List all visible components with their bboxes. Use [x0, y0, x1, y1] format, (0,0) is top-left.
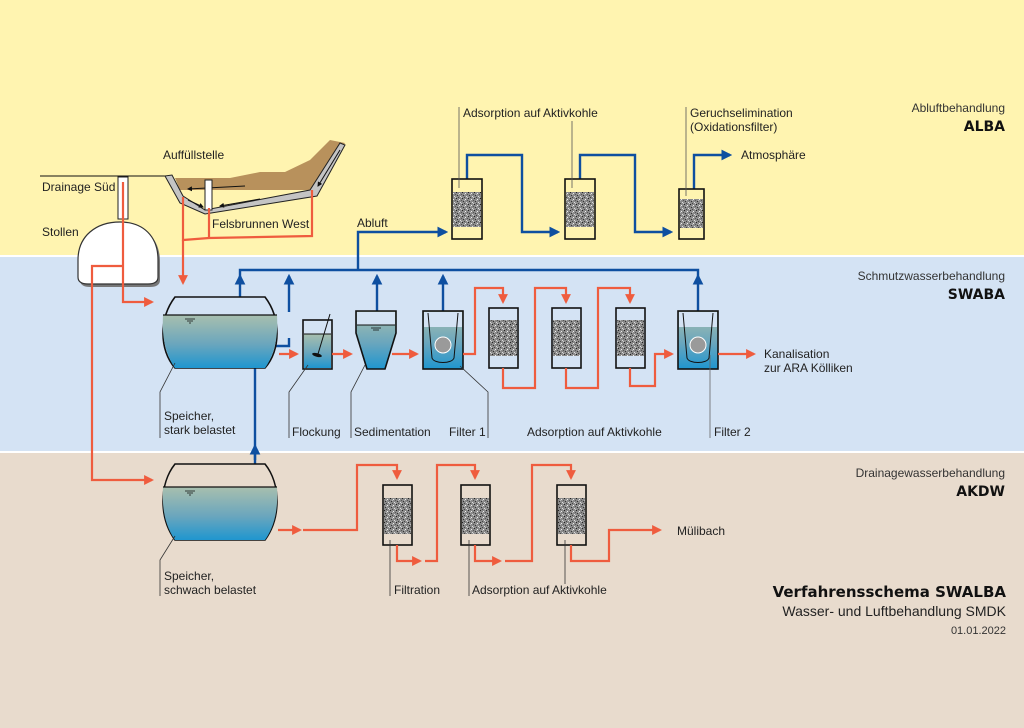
- label-swaba-adsorption: Adsorption auf Aktivkohle: [527, 425, 662, 439]
- label-stollen: Stollen: [42, 225, 79, 239]
- diagram-subtitle: Wasser- und Luftbehandlung SMDK: [782, 603, 1006, 619]
- diagram-title: Verfahrensschema SWALBA: [773, 583, 1007, 601]
- zone-akdw-title: AKDW: [956, 484, 1005, 500]
- label-muelibach: Mülibach: [677, 524, 725, 538]
- akdw-carbon-filter-2: [556, 484, 587, 546]
- label-drainage-sued: Drainage Süd: [42, 180, 115, 194]
- label-filter-1: Filter 1: [449, 425, 486, 439]
- label-geruch-1: Geruchselimination: [690, 106, 793, 120]
- well-felsbrunnen-west: [204, 179, 213, 211]
- label-abluft: Abluft: [357, 216, 388, 230]
- label-sedimentation: Sedimentation: [354, 425, 431, 439]
- tank-flockung: [302, 313, 333, 370]
- diagram-date: 01.01.2022: [951, 625, 1006, 637]
- label-speicher-stark-1: Speicher,: [164, 409, 214, 423]
- label-speicher-stark-2: stark belastet: [164, 423, 236, 437]
- zone-alba-subtitle: Abluftbehandlung: [912, 101, 1005, 115]
- landfill-auffuellstelle: [164, 140, 346, 215]
- tank-sedimentation: [355, 310, 397, 370]
- zone-swaba-subtitle: Schmutzwasserbehandlung: [858, 269, 1005, 283]
- label-speicher-schwach-1: Speicher,: [164, 569, 214, 583]
- alba-carbon-filter-2: [564, 178, 596, 240]
- label-filtration: Filtration: [394, 583, 440, 597]
- zone-alba-title: ALBA: [964, 119, 1005, 135]
- alba-carbon-filter-1: [451, 178, 483, 240]
- tank-speicher-schwach: [162, 463, 278, 541]
- label-filter-2: Filter 2: [714, 425, 751, 439]
- tank-speicher-stark: [162, 296, 278, 369]
- label-geruch-2: (Oxidationsfilter): [690, 120, 777, 134]
- label-alba-adsorption: Adsorption auf Aktivkohle: [463, 106, 598, 120]
- label-akdw-adsorption: Adsorption auf Aktivkohle: [472, 583, 607, 597]
- label-kanalisation-1: Kanalisation: [764, 347, 829, 361]
- label-felsbrunnen-west: Felsbrunnen West: [212, 217, 310, 231]
- label-speicher-schwach-2: schwach belastet: [164, 583, 257, 597]
- swaba-carbon-filter-2: [551, 307, 582, 369]
- label-flockung: Flockung: [292, 425, 341, 439]
- swaba-carbon-filter-1: [488, 307, 519, 369]
- tank-filter-1: [422, 310, 464, 370]
- zone-alba: [0, 0, 1024, 256]
- label-kanalisation-2: zur ARA Kölliken: [764, 361, 853, 375]
- label-atmosphaere: Atmosphäre: [741, 148, 806, 162]
- stollen-tunnel: [77, 221, 159, 285]
- swaba-carbon-filter-3: [615, 307, 646, 369]
- alba-oxidation-filter: [678, 188, 705, 240]
- akdw-carbon-filter-1: [460, 484, 491, 546]
- zone-swaba-title: SWABA: [948, 287, 1005, 303]
- label-auffuellstelle: Auffüllstelle: [163, 148, 224, 162]
- tank-filter-2: [677, 310, 719, 370]
- akdw-filtration: [382, 484, 413, 546]
- zone-akdw-subtitle: Drainagewasserbehandlung: [856, 466, 1005, 480]
